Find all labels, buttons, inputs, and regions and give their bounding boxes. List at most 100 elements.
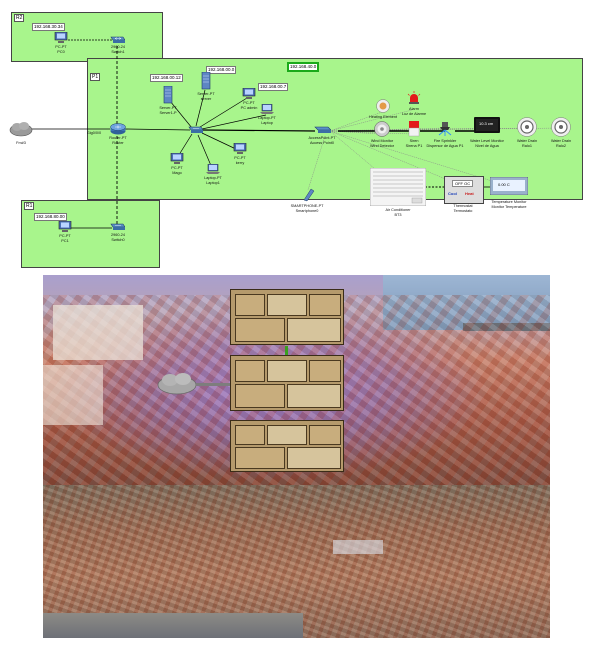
thermostat-heat[interactable]: Heat: [465, 191, 474, 196]
pc-kerry[interactable]: [233, 143, 247, 155]
pc-admin[interactable]: [242, 88, 256, 100]
water-level-readout: 10.3 cm: [479, 121, 494, 126]
laptop-top-name: Laptop: [261, 121, 273, 125]
laptop1-name: Laptop1: [206, 181, 220, 185]
switch-icon: [188, 126, 203, 133]
switch1[interactable]: [109, 35, 125, 44]
switch0-name: Switch0: [111, 238, 125, 242]
server2-ip: 192.168.00.0: [206, 66, 237, 74]
thermostat[interactable]: OFF OC Cool Heat: [444, 176, 484, 204]
siren-name: Sirena P1: [405, 144, 423, 148]
sprinkler-name: Dispersor de Agua P1: [426, 144, 464, 148]
temperature-readout: 0.00 C: [498, 182, 510, 187]
access-point[interactable]: [313, 125, 331, 134]
white-buildings-left: [53, 305, 143, 360]
laptop-icon: [260, 104, 274, 114]
internet-cloud[interactable]: [9, 120, 33, 138]
pc0-name: PC0: [57, 50, 65, 54]
temp-monitor-name: Monitor Temperature: [491, 205, 527, 209]
cloud-name: Fm#3: [16, 141, 26, 145]
pc-admin-type: PC-PT: [243, 101, 255, 105]
smartphone-icon: [303, 188, 315, 202]
laptop-top[interactable]: [259, 104, 275, 115]
drain2-type: Water Drain: [550, 139, 572, 143]
thermostat-readout: OFF OC: [452, 180, 474, 187]
pc1-type: PC-PT: [59, 234, 71, 238]
alarm-light-icon: [407, 91, 421, 104]
thermostat-name: Termostato: [453, 209, 473, 213]
drain2-name: Ralo2: [556, 144, 566, 148]
zone-r2-tag: R2: [14, 14, 25, 22]
wind-monitor[interactable]: [374, 121, 390, 137]
ac-name: BT3: [394, 213, 402, 217]
temperature-monitor-icon: [490, 177, 528, 195]
pc-admin-name: PC admin: [240, 106, 258, 110]
siren-type: Siren: [409, 139, 419, 143]
router-icon: [110, 123, 126, 135]
pc-icon: [170, 153, 184, 164]
temperature-monitor[interactable]: [490, 177, 528, 195]
switch-icon: [110, 223, 125, 230]
thermostat-type: Thermostat: [453, 204, 473, 208]
zone-r2[interactable]: R2 192.168.30.34: [11, 12, 163, 62]
heating-element[interactable]: [376, 99, 390, 113]
cloud-icon: [9, 122, 33, 137]
pc-mago[interactable]: [170, 153, 184, 165]
laptop-icon: [206, 164, 220, 174]
water-drain-2[interactable]: [551, 117, 571, 137]
router-name: Router: [112, 141, 124, 145]
access-point-type: AccessPoint-PT: [308, 136, 336, 140]
alarm-name: Luz de Alarme: [401, 112, 427, 116]
fire-sprinkler[interactable]: [437, 122, 453, 136]
air-conditioner[interactable]: [370, 168, 426, 206]
zone-r1[interactable]: R1 192.168.80.00: [21, 200, 160, 268]
floorplan-bottom[interactable]: [230, 420, 344, 472]
router[interactable]: [110, 123, 126, 135]
floorplan-top[interactable]: [230, 289, 344, 356]
water-level-monitor[interactable]: [474, 117, 500, 133]
ac-type: Air Conditioner: [385, 208, 411, 212]
water-drain-1[interactable]: [517, 117, 537, 137]
water-monitor-name: Nivel de Agua: [475, 144, 499, 148]
server2[interactable]: [201, 72, 211, 90]
zone-p1-tag: P1: [90, 73, 101, 81]
pc-kerry-name: kerry: [235, 161, 245, 165]
smartphone-name: Smartphone0: [295, 209, 319, 213]
switch-icon: [110, 36, 125, 43]
switch0[interactable]: [109, 222, 125, 231]
siren-icon: [408, 121, 420, 137]
wind-type: Wind Monitor: [370, 139, 394, 143]
pc0[interactable]: [54, 32, 68, 44]
zone-r2-ip: 192.168.30.34: [32, 23, 65, 31]
server1-type: Server-PT: [159, 106, 177, 110]
laptop1-type: Laptop-PT: [204, 176, 222, 180]
switch0-type: 2960-24: [111, 233, 125, 237]
drain-icon: [517, 117, 537, 137]
laptop1[interactable]: [205, 164, 221, 175]
access-point-icon: [314, 126, 331, 133]
cloud-link: [196, 383, 230, 386]
zone-p1-ip: 192.168.40.0: [286, 62, 320, 72]
pc1[interactable]: [58, 221, 72, 233]
harbour-pier: [463, 323, 550, 331]
zone-r1-tag: R1: [24, 202, 35, 210]
smartphone[interactable]: [301, 188, 315, 202]
server-block-ip: 192.168.00.12: [150, 74, 183, 82]
thermostat-cool[interactable]: Cool: [448, 191, 457, 196]
siren[interactable]: [408, 121, 420, 137]
floor-link-1: [285, 346, 288, 356]
alarm-light[interactable]: [407, 91, 421, 105]
water-level-monitor-icon: [474, 117, 500, 133]
server1[interactable]: [163, 86, 173, 104]
server1-name: Server1-P: [159, 111, 177, 115]
floorplan-middle[interactable]: [230, 355, 344, 411]
pc-icon: [58, 221, 72, 232]
water-monitor-type: Water Level Monitor: [470, 139, 504, 143]
sprinkler-icon: [438, 122, 452, 136]
pc-mago-type: PC-PT: [171, 166, 183, 170]
pc-admin-net-ip: 192.168.00.7: [258, 83, 289, 91]
pc-icon: [54, 32, 68, 43]
lan-switch[interactable]: [187, 125, 203, 134]
switch1-name: Switch1: [111, 50, 125, 54]
sprinkler-type: Fire Sprinkler: [433, 139, 457, 143]
